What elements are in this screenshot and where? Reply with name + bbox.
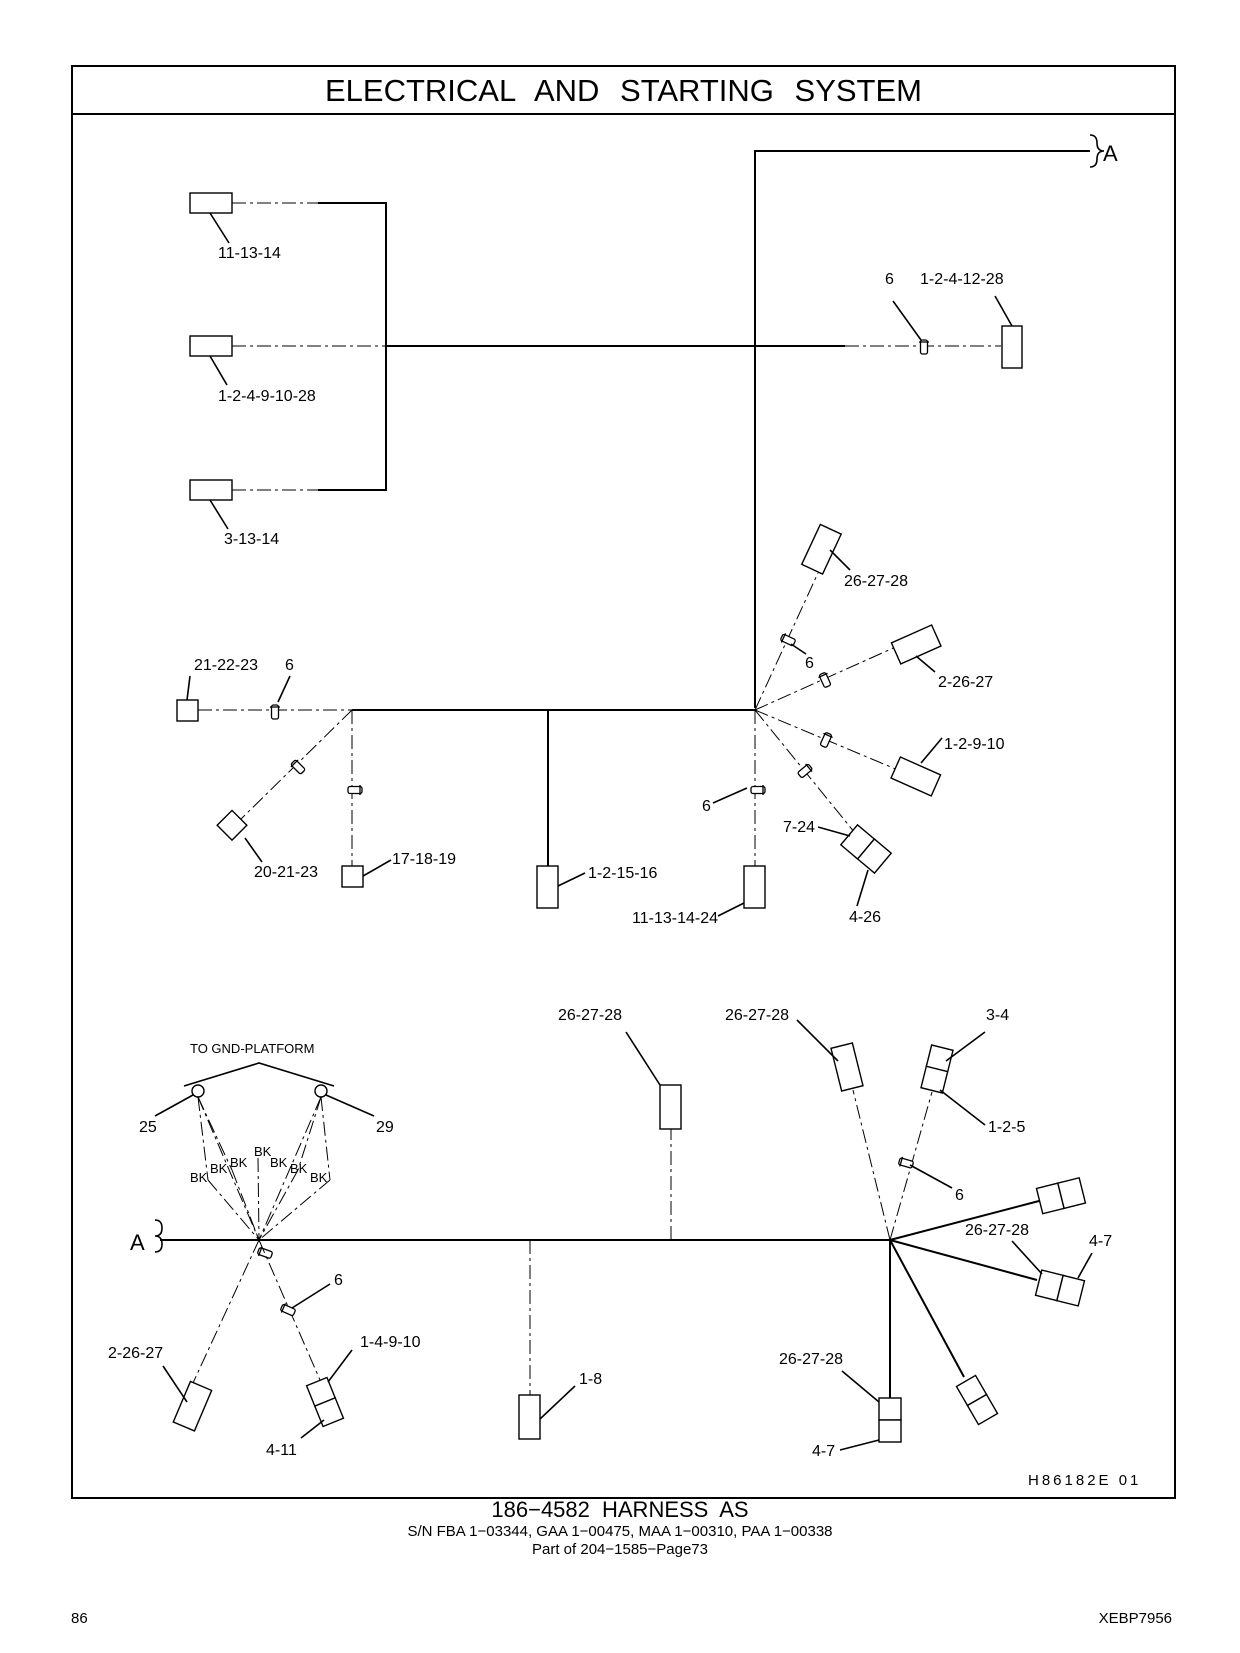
label-bk-6: BK — [290, 1161, 308, 1176]
break-a-bottom: A — [130, 1230, 145, 1255]
label-26-27-28-lower-b: 26-27-28 — [725, 1007, 789, 1024]
label-1-2-9-10: 1-2-9-10 — [944, 736, 1005, 753]
label-2-26-27: 2-26-27 — [938, 674, 993, 691]
page-number: 86 — [71, 1610, 88, 1627]
wire-main-trunk — [754, 150, 1090, 708]
label-4-7-right: 4-7 — [1089, 1233, 1112, 1250]
label-bk-4: BK — [254, 1144, 272, 1159]
connector-21-22-23 — [176, 699, 199, 722]
connector-1-2-4-12-28 — [1001, 325, 1023, 369]
caption-part-of: Part of 204−1585−Page73 — [532, 1541, 708, 1558]
label-26-27-28-upper: 26-27-28 — [844, 573, 908, 590]
label-bk-1: BK — [190, 1170, 208, 1185]
connector-26-27-28-lower-b — [830, 1042, 864, 1092]
label-1-2-4-9-10-28: 1-2-4-9-10-28 — [218, 388, 316, 405]
caption-serials: S/N FBA 1−03344, GAA 1−00475, MAA 1−0031… — [407, 1523, 833, 1540]
diagram-title: ELECTRICAL AND STARTING SYSTEM — [73, 67, 1174, 115]
label-to-gnd-platform: TO GND-PLATFORM — [190, 1041, 314, 1056]
connector-11-13-14 — [189, 192, 233, 214]
connector-20-21-23 — [216, 809, 248, 842]
label-1-2-4-12-28: 1-2-4-12-28 — [920, 271, 1004, 288]
label-7-24: 7-24 — [783, 819, 815, 836]
label-17-18-19: 17-18-19 — [392, 851, 456, 868]
label-20-21-23: 20-21-23 — [254, 864, 318, 881]
connector-3-13-14 — [189, 479, 233, 501]
connector-3-4-1-2-5 — [920, 1044, 954, 1094]
label-1-2-15-16: 1-2-15-16 — [588, 865, 657, 882]
document-code: XEBP7956 — [1098, 1610, 1172, 1627]
connector-26-27-28-lower-a — [659, 1084, 682, 1130]
label-lower-left-fuse: 6 — [334, 1272, 343, 1289]
connector-right-1 — [1035, 1176, 1087, 1215]
drawing-frame: ELECTRICAL AND STARTING SYSTEM — [71, 65, 1176, 1499]
connector-right-3 — [955, 1374, 999, 1426]
label-ground-29: 29 — [376, 1119, 394, 1136]
connector-26-27-28-4-7-bottom — [878, 1397, 902, 1443]
connector-2-26-27 — [890, 624, 942, 665]
ground-wires — [197, 1096, 331, 1241]
connector-17-18-19 — [341, 865, 364, 888]
connector-26-27-28-upper — [800, 523, 843, 575]
break-a-top: A — [1103, 141, 1118, 166]
label-26-27-28-bottom: 26-27-28 — [779, 1351, 843, 1368]
label-4-11: 4-11 — [266, 1442, 297, 1459]
label-bk-3: BK — [230, 1155, 248, 1170]
connector-7-24-4-26 — [839, 823, 893, 875]
label-ground-25: 25 — [139, 1119, 157, 1136]
label-left-fuse: 6 — [285, 657, 294, 674]
label-2-26-27-lower: 2-26-27 — [108, 1345, 163, 1362]
figure-caption: 186−4582 HARNESS AS S/N FBA 1−03344, GAA… — [0, 1497, 1240, 1559]
label-lower-r-fuse: 6 — [955, 1187, 964, 1204]
label-bk-7: BK — [310, 1170, 328, 1185]
label-4-7-bottom: 4-7 — [812, 1443, 835, 1460]
connector-1-2-15-16 — [536, 865, 559, 909]
label-3-4: 3-4 — [986, 1007, 1009, 1024]
connector-1-4-9-10-4-11 — [305, 1376, 345, 1428]
caption-title: 186−4582 HARNESS AS — [491, 1497, 749, 1522]
label-11-13-14-24: 11-13-14-24 — [632, 910, 718, 927]
label-mid-fuse: 6 — [702, 798, 711, 815]
connector-1-2-9-10 — [890, 756, 942, 797]
label-21-22-23: 21-22-23 — [194, 657, 258, 674]
label-26-27-28-right: 26-27-28 — [965, 1222, 1029, 1239]
label-1-2-5: 1-2-5 — [988, 1119, 1025, 1136]
label-1-4-9-10: 1-4-9-10 — [360, 1334, 421, 1351]
label-right-fuse: 6 — [885, 271, 894, 288]
label-4-26: 4-26 — [849, 909, 881, 926]
label-bk-2: BK — [210, 1161, 228, 1176]
label-fan-fuse: 6 — [805, 655, 814, 672]
label-26-27-28-lower-a: 26-27-28 — [558, 1007, 622, 1024]
label-3-13-14: 3-13-14 — [224, 531, 279, 548]
connector-1-8 — [518, 1394, 541, 1440]
connector-2-26-27-lower — [172, 1380, 213, 1432]
connector-11-13-14-24 — [743, 865, 766, 909]
connector-26-27-28-4-7 — [1034, 1269, 1086, 1307]
connector-1-2-4-9-10-28 — [189, 335, 233, 357]
label-11-13-14: 11-13-14 — [218, 245, 281, 262]
drawing-code: H86182E 01 — [1028, 1472, 1141, 1489]
harness-diagram: 11-13-14 1-2-4-9-10-28 3-13-14 A 6 1-2-4… — [108, 134, 1141, 1489]
label-1-8: 1-8 — [579, 1371, 602, 1388]
label-bk-5: BK — [270, 1155, 288, 1170]
